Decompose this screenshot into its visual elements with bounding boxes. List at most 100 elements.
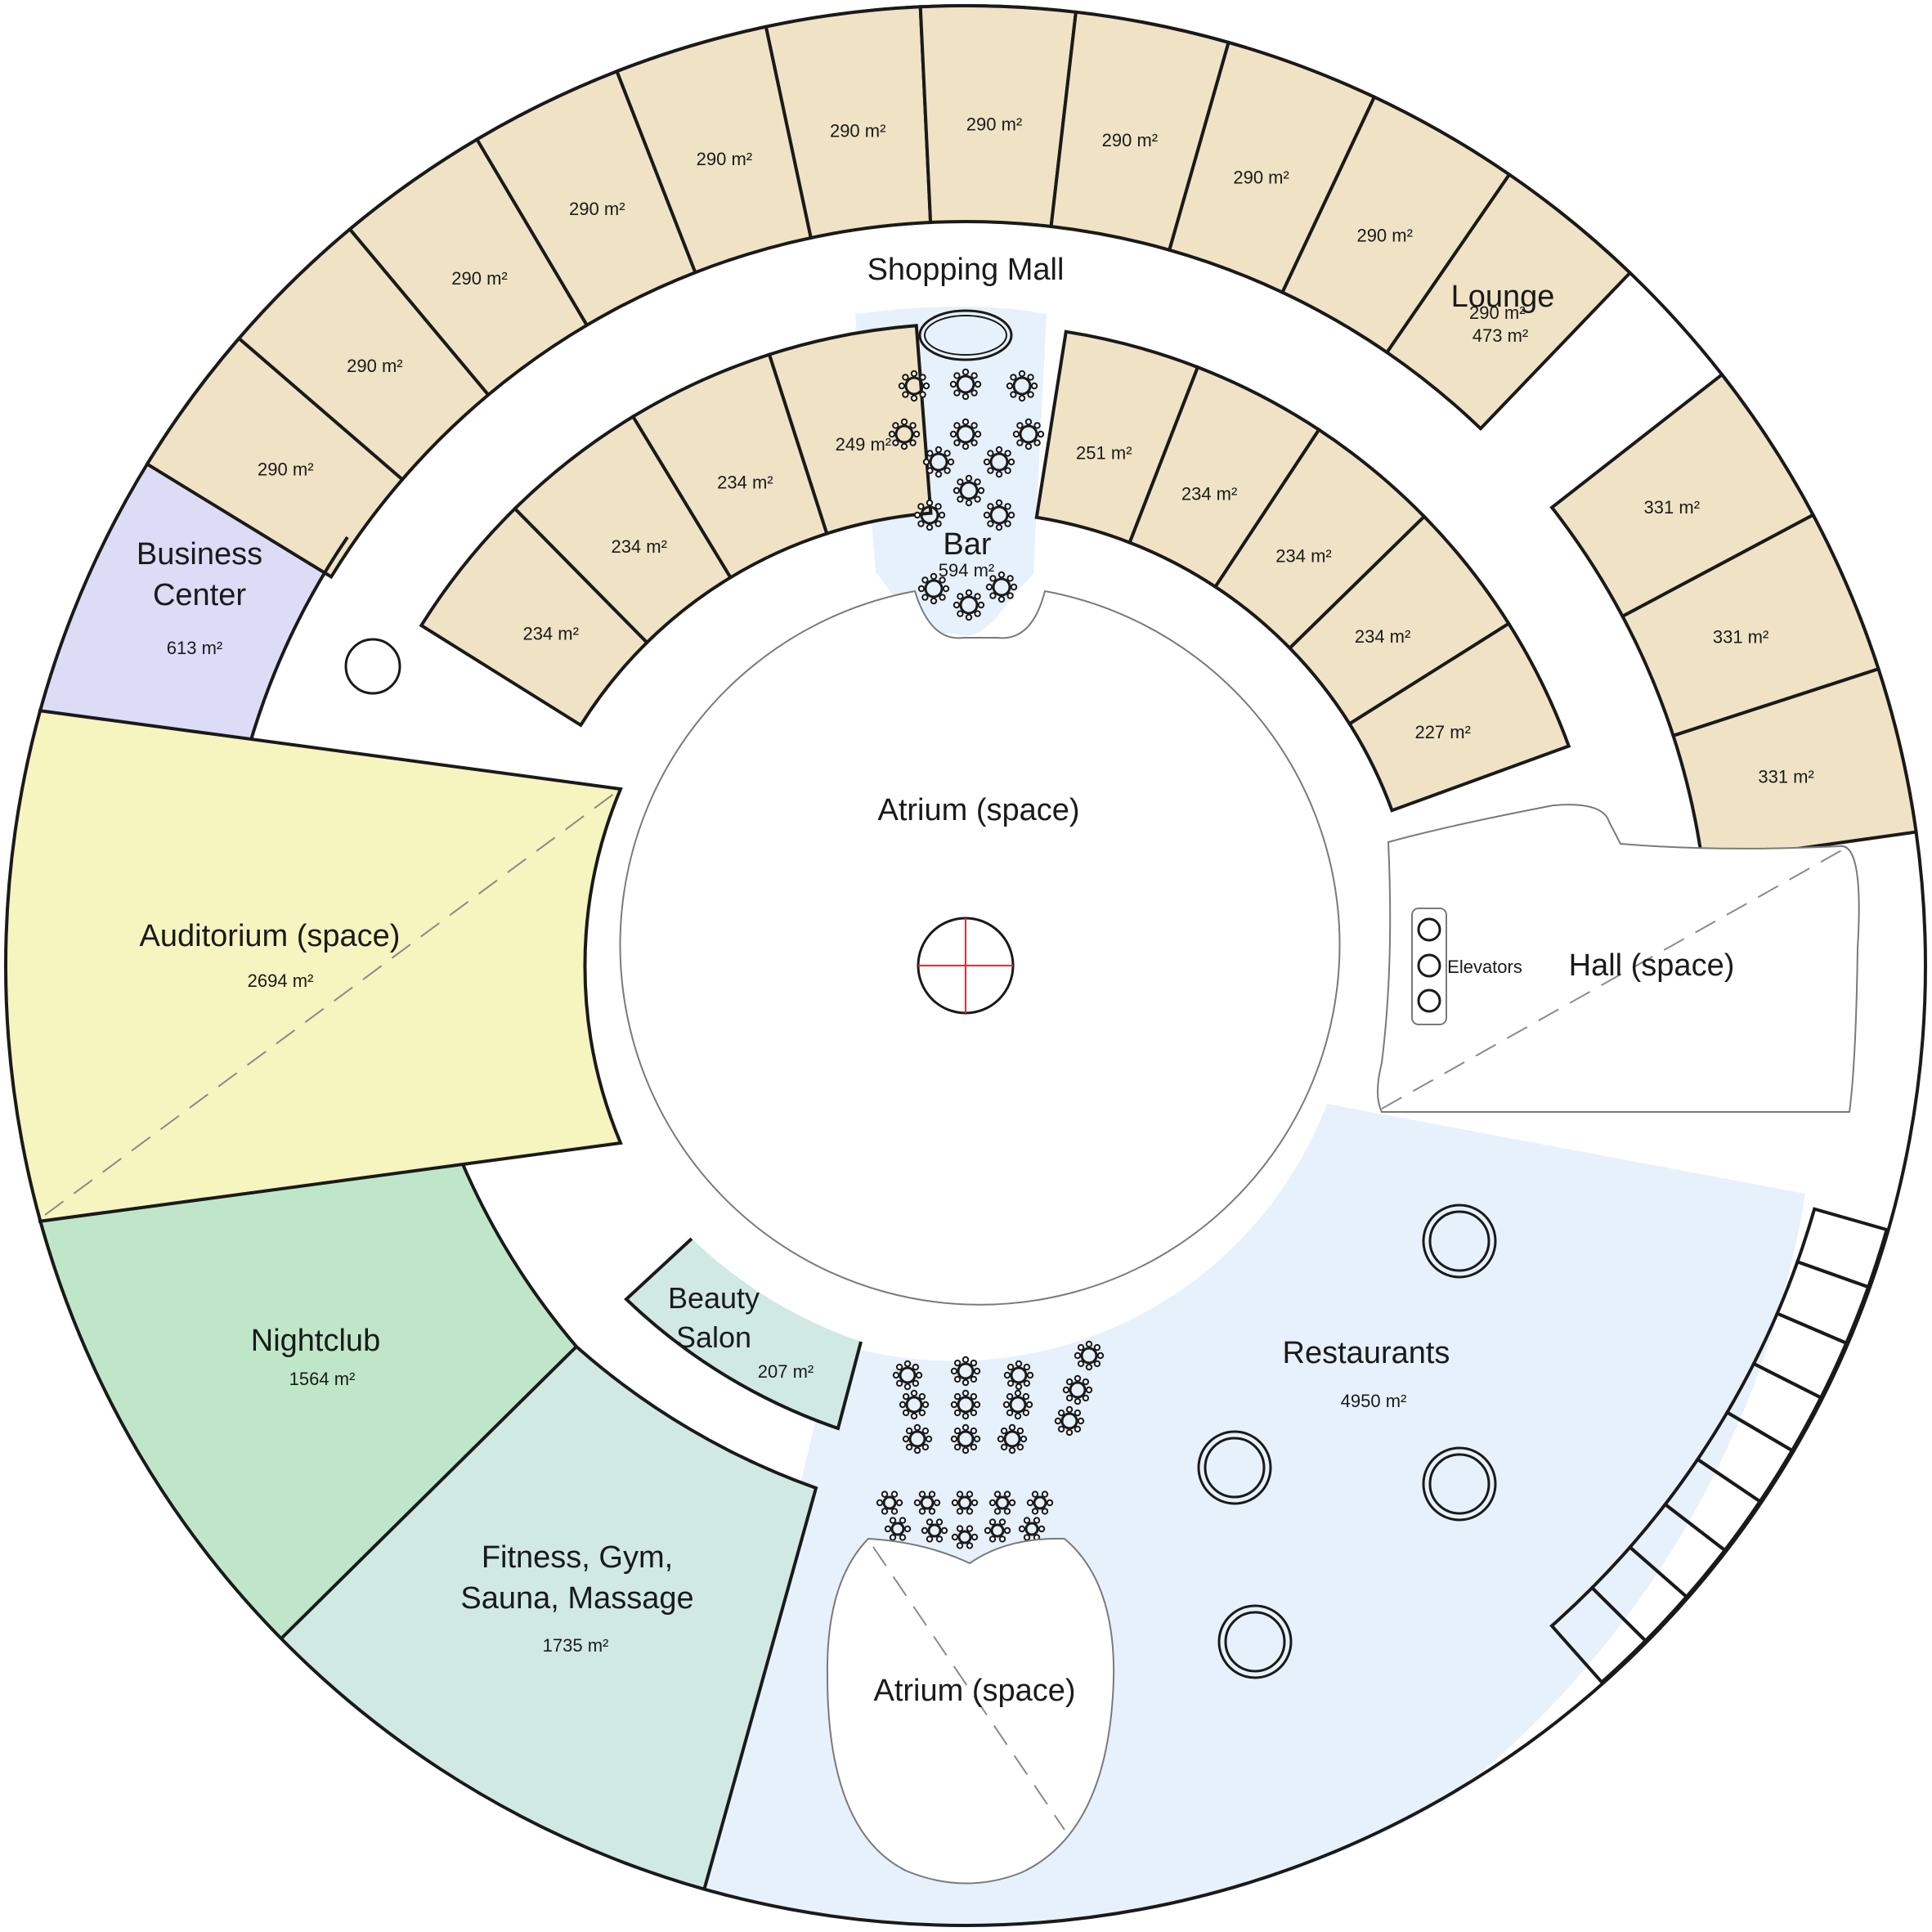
bar-table-7-seat (926, 467, 934, 474)
bar-table-3-seat (1027, 391, 1034, 398)
elevator-1 (1417, 917, 1441, 942)
restaurant-small-table-9-seat (984, 1526, 992, 1535)
bar-table-12-seat (930, 572, 938, 580)
restaurant-table-7-seat (1022, 1392, 1030, 1401)
restaurant-small-table-10-seat (1023, 1517, 1031, 1524)
bar-table-9-seat (926, 499, 934, 507)
outer-shop-area-3: 290 m² (451, 268, 507, 289)
bar-table-6-seat (1033, 422, 1041, 429)
restaurant-small-table-8-seat (956, 1542, 964, 1549)
bar-table-11-seat (974, 478, 981, 486)
restaurant-small-table-6-seat (889, 1517, 897, 1524)
restaurant-table-2-seat (970, 1359, 978, 1367)
restaurant-table-10-seat (950, 1435, 958, 1443)
bar-table-4-seat (892, 422, 899, 429)
fitness-outline (575, 1345, 818, 1891)
bar-table-13-seat (974, 593, 981, 600)
bar-table-11-seat (953, 486, 961, 495)
lower-atrium-outline (826, 1537, 1115, 1885)
auditorium-outline (38, 709, 623, 1223)
inner-shop-left-area-4: 249 m² (836, 434, 891, 455)
bar-table-5-seat (974, 430, 982, 438)
bar-table-14-seat (989, 592, 997, 599)
inner-shop-left-area-1: 234 m² (522, 624, 578, 644)
bar-table-2 (956, 374, 975, 394)
bar-table-7-seat (947, 458, 955, 466)
restaurant-small-table-1-seat (881, 1508, 889, 1515)
restaurant-small-table-8-seat (951, 1533, 959, 1541)
elevator-3 (1417, 988, 1441, 1013)
restaurant-small-table-7-seat (926, 1518, 934, 1526)
restaurant-table-9-seat (921, 1427, 930, 1435)
restaurant-table-1-seat (892, 1371, 900, 1379)
restaurant-small-table-1-seat (890, 1490, 899, 1498)
restaurant-table-2-seat (950, 1367, 958, 1375)
restaurant-table-11-seat (1008, 1446, 1016, 1455)
restaurant-table-7-seat (1006, 1409, 1014, 1417)
beauty-salon-zone (626, 1239, 861, 1428)
bar-table-6 (1019, 424, 1038, 444)
bar-table-6-seat (1033, 439, 1041, 446)
bar-table-5-seat (949, 430, 957, 438)
restaurant-table-1-seat (895, 1363, 903, 1371)
bar-table-8-seat (987, 450, 994, 457)
bar-table-14-seat (1006, 592, 1014, 599)
restaurant-small-table-10-seat (1033, 1517, 1041, 1524)
restaurant-table-12 (1060, 1412, 1078, 1430)
bar-table-5-seat (953, 422, 961, 429)
inner-shop-left-4 (767, 324, 933, 536)
restaurant-small-table-3 (957, 1495, 972, 1510)
bar-table-2-seat (962, 392, 970, 401)
bar-table-9-seat (938, 511, 946, 519)
bar-table-12-seat (921, 594, 929, 601)
restaurant-small-table-9-seat (988, 1518, 997, 1526)
restaurant-table-12-seat (1074, 1409, 1082, 1417)
bar-table-1-seat (910, 370, 918, 378)
restaurant-table-4-seat (1093, 1360, 1101, 1368)
restaurant-table-6-seat (970, 1392, 978, 1401)
bar-table-6-seat (1012, 430, 1020, 438)
bar-table-14-seat (1006, 575, 1014, 582)
restaurant-table-7-seat (1014, 1389, 1022, 1397)
restaurant-small-table-8-seat (956, 1525, 964, 1532)
bar-table-14-seat (1010, 583, 1018, 591)
round-table-inner-1 (1428, 1210, 1490, 1272)
restaurant-small-table-2-seat (913, 1499, 921, 1507)
restaurant-table-11-seat (1016, 1427, 1024, 1435)
restaurant-table-9-seat (921, 1443, 930, 1451)
restaurant-table-8-seat (1082, 1394, 1090, 1402)
bar-table-1-seat (902, 374, 909, 381)
restaurant-table-3-seat (1015, 1383, 1023, 1391)
restaurant-table-3-seat (1023, 1379, 1031, 1387)
bar-table-3-seat (1010, 374, 1017, 381)
restaurant-table-5-seat (918, 1409, 926, 1417)
restaurant-table-1 (899, 1366, 917, 1384)
restaurant-small-table-8 (957, 1530, 972, 1544)
round-table-1 (1422, 1204, 1497, 1279)
bar-table-7-seat (935, 446, 943, 454)
restaurant-table-6 (957, 1396, 975, 1414)
restaurant-table-8-seat (1082, 1378, 1090, 1386)
restaurant-small-table-5-seat (1046, 1499, 1054, 1507)
restaurant-small-table-5-seat (1026, 1499, 1034, 1507)
restaurant-small-table-9-seat (988, 1535, 997, 1543)
restaurant-table-9-seat (913, 1423, 921, 1432)
bar-table-13-seat (977, 601, 985, 609)
restaurant-table-2 (957, 1362, 975, 1380)
bar-table-7 (929, 452, 948, 472)
restaurant-small-table-3-seat (951, 1499, 959, 1507)
bar-table-3-seat (1027, 374, 1034, 381)
bar-table-4-seat (892, 439, 899, 446)
restaurant-table-10-seat (953, 1427, 962, 1435)
bar-table-11-seat (965, 499, 973, 507)
bar-table-13-seat (953, 601, 961, 609)
restaurant-table-5-seat (902, 1392, 910, 1401)
restaurant-table-9-seat (913, 1446, 921, 1455)
cubicle-9 (1549, 1585, 1648, 1685)
restaurant-table-6-seat (970, 1409, 978, 1417)
bar-table-13-seat (965, 613, 973, 621)
bar-table-12-seat (921, 576, 929, 584)
inner-shop-right-area-4: 234 m² (1355, 626, 1410, 647)
